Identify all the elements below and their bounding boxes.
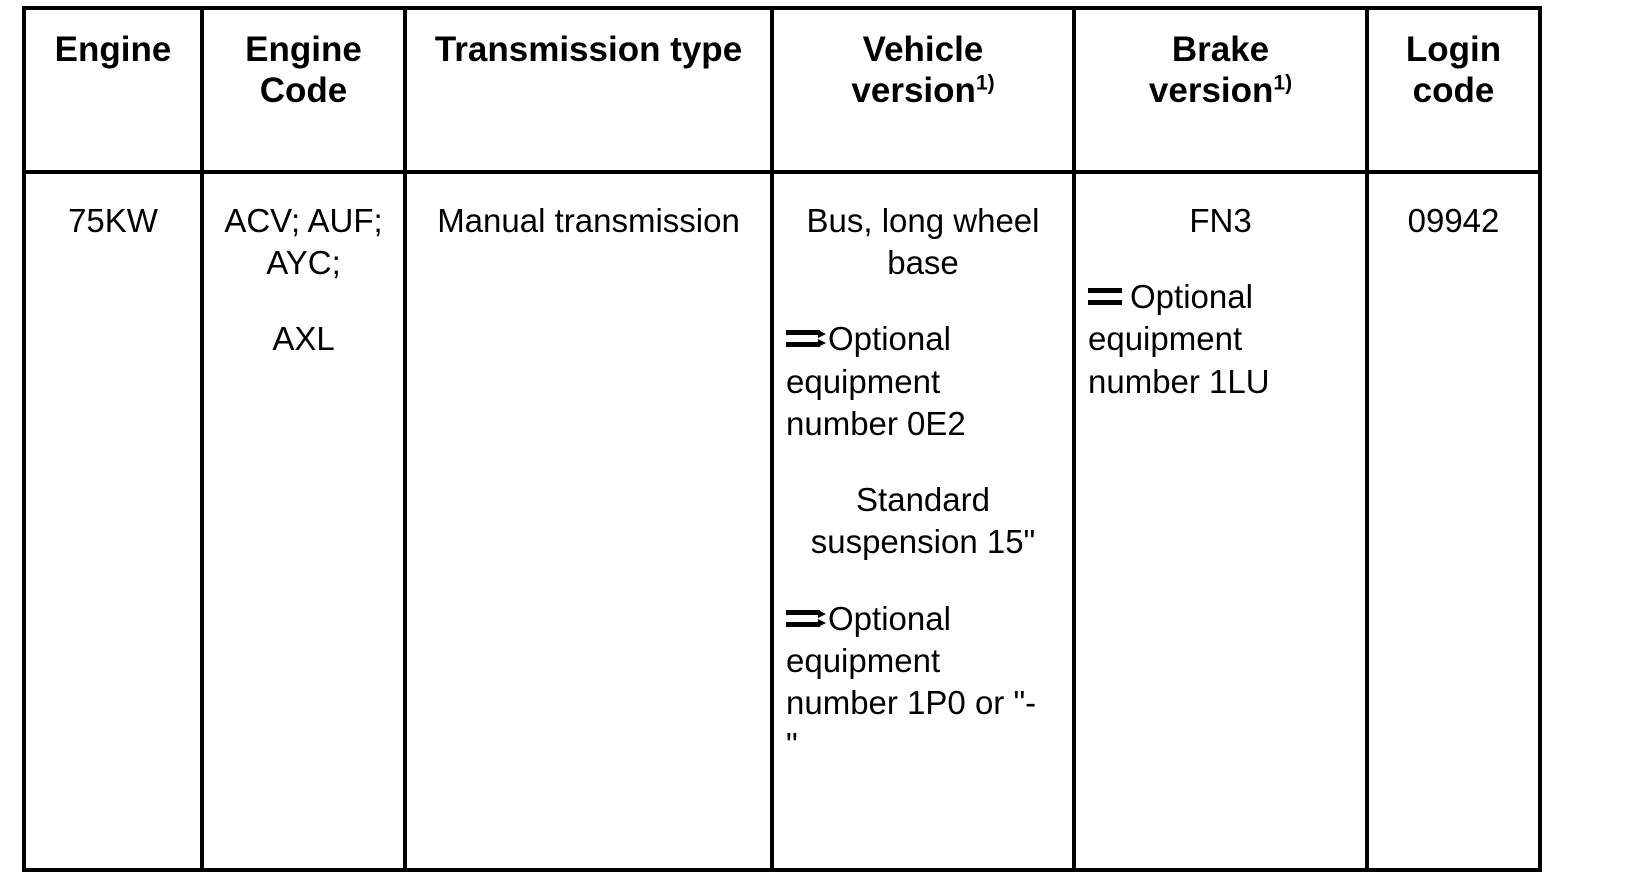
column-header-brake-version-text: Brake version — [1148, 30, 1274, 110]
vehicle-version-note-1-text: Optional equipment number 0E2 — [786, 320, 966, 442]
cell-engine: 75KW — [22, 170, 204, 872]
engine-value: 75KW — [68, 202, 158, 239]
column-header-engine: Engine — [22, 6, 204, 174]
column-header-engine-code-label: Engine Code — [245, 30, 362, 110]
vehicle-version-note-1: Optional equipment number 0E2 — [786, 318, 1060, 445]
brake-version-spacer — [1088, 242, 1353, 276]
column-header-brake-version: Brake version1) — [1072, 6, 1369, 174]
brake-version-note-text: Optional equipment number 1LU — [1088, 278, 1270, 400]
column-header-login-code: Login code — [1365, 6, 1542, 174]
column-header-engine-label: Engine — [54, 30, 172, 69]
brake-version-heading: FN3 — [1189, 202, 1252, 239]
footnote-marker-brake-version: 1) — [1273, 70, 1293, 94]
cell-brake-version: FN3 Optional equipment number 1LU — [1072, 170, 1369, 872]
cell-transmission-type-inner: Manual transmission — [407, 174, 770, 242]
cell-engine-code-inner: ACV; AUF; AYC; AXL — [204, 174, 403, 361]
vehicle-version-heading: Bus, long wheel base — [806, 202, 1040, 282]
cell-vehicle-version-inner: Bus, long wheel base Optional equipment … — [774, 174, 1072, 767]
footnote-marker-vehicle-version: 1) — [975, 70, 995, 94]
vehicle-version-note-2-text: Optional equipment number 1P0 or "- — [786, 599, 1037, 722]
login-code-value: 09942 — [1407, 202, 1500, 239]
table-body: 75KW ACV; AUF; AYC; AXL Manual transmiss… — [22, 170, 1542, 872]
vehicle-version-heading-2: Standard suspension 15" — [810, 481, 1036, 561]
column-header-brake-version-label: Brake version1) — [1076, 10, 1365, 111]
engine-code-spacer — [216, 284, 391, 318]
vehicle-version-spacer-2 — [786, 445, 1060, 479]
table-row: 75KW ACV; AUF; AYC; AXL Manual transmiss… — [22, 170, 1542, 872]
cell-brake-version-inner: FN3 Optional equipment number 1LU — [1076, 174, 1365, 403]
transmission-type-value: Manual transmission — [437, 202, 740, 239]
specification-table: Engine Engine Code Transmission type Veh… — [22, 6, 1542, 872]
brake-version-note: Optional equipment number 1LU — [1088, 276, 1353, 403]
cell-login-code-inner: 09942 — [1369, 174, 1538, 242]
double-arrow-icon — [786, 609, 820, 627]
vehicle-version-note-2-wrap: " — [786, 726, 798, 764]
column-header-login-code-label: Login code — [1405, 30, 1502, 110]
cell-engine-inner: 75KW — [26, 174, 200, 242]
column-header-transmission-type: Transmission type — [403, 6, 774, 174]
column-header-vehicle-version-label: Vehicle version1) — [774, 10, 1072, 111]
cell-transmission-type: Manual transmission — [403, 170, 774, 872]
column-header-engine-code: Engine Code — [200, 6, 407, 174]
vehicle-version-spacer-1 — [786, 284, 1060, 318]
column-header-vehicle-version: Vehicle version1) — [770, 6, 1076, 174]
cell-vehicle-version: Bus, long wheel base Optional equipment … — [770, 170, 1076, 872]
equals-arrow-icon — [1088, 288, 1122, 306]
cell-login-code: 09942 — [1365, 170, 1542, 872]
vehicle-version-note-2: Optional equipment number 1P0 or "- — [786, 598, 1060, 725]
column-header-vehicle-version-text: Vehicle version — [851, 30, 984, 110]
table-header: Engine Engine Code Transmission type Veh… — [22, 6, 1542, 174]
engine-code-value-secondary: AXL — [272, 320, 335, 358]
vehicle-version-spacer-3 — [786, 564, 1060, 598]
column-header-transmission-type-label: Transmission type — [434, 30, 743, 69]
double-arrow-icon — [786, 330, 820, 348]
header-row: Engine Engine Code Transmission type Veh… — [22, 6, 1542, 174]
engine-code-value-primary: ACV; AUF; AYC; — [224, 202, 383, 282]
cell-engine-code: ACV; AUF; AYC; AXL — [200, 170, 407, 872]
